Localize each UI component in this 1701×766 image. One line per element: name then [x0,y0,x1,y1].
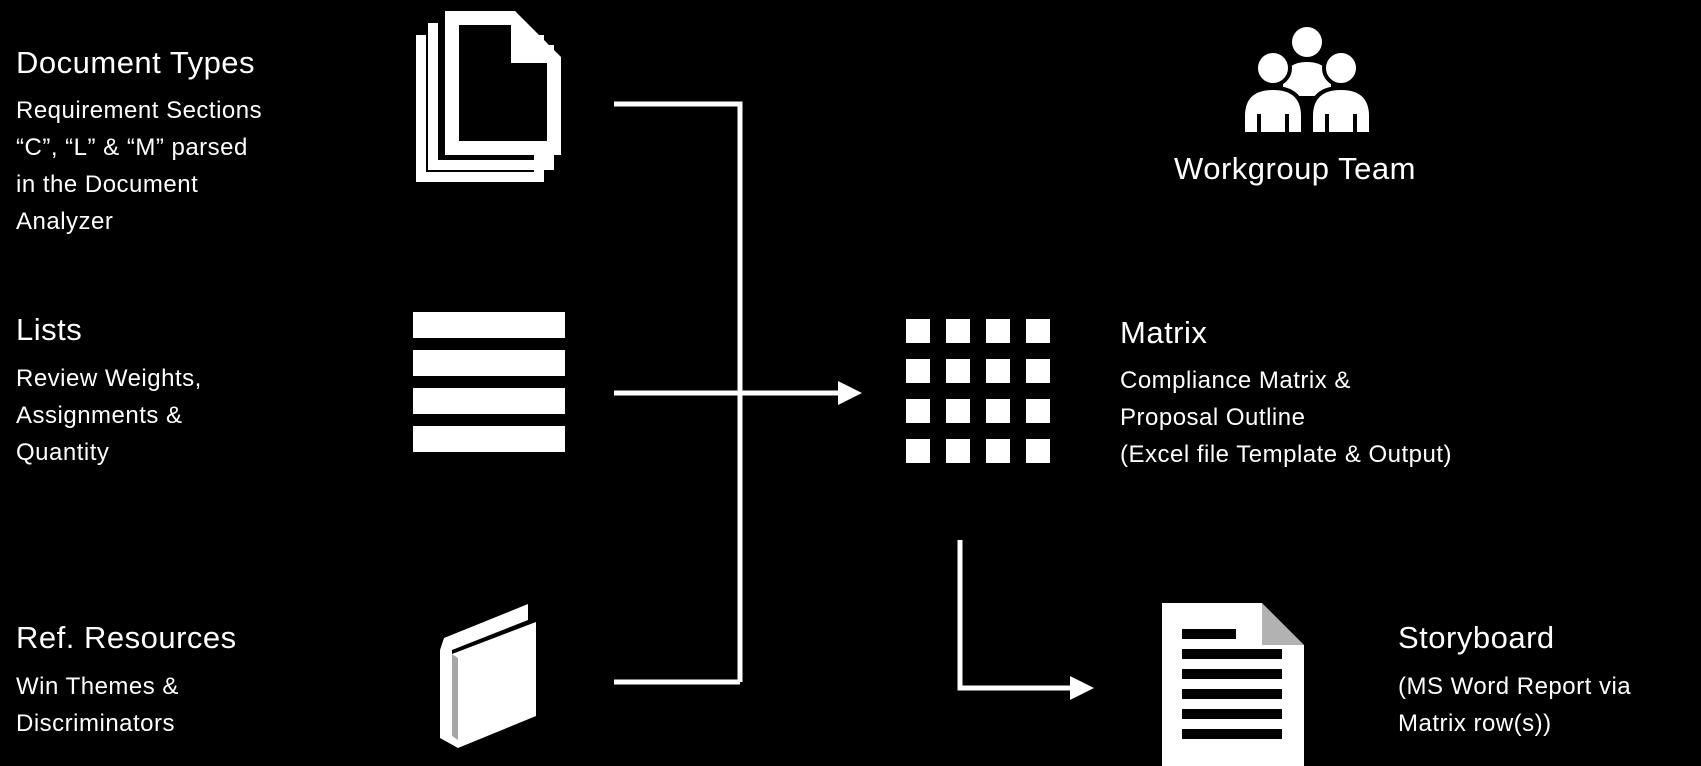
ref-resources-line: Discriminators [16,710,176,737]
workgroup-team-label: Workgroup Team [1174,151,1416,186]
storyboard-title: Storyboard [1398,620,1555,655]
arrowhead-storyboard [1070,676,1094,700]
grid-icon [906,319,1050,463]
lists-line: Review Weights, [16,365,202,392]
report-icon [1162,603,1304,766]
document-types-line: “C”, “L” & “M” parsed [16,134,248,161]
book-icon [440,604,536,748]
storyboard-line: (MS Word Report via [1398,673,1632,700]
team-icon [1241,27,1373,134]
arrowhead-matrix [838,381,862,405]
ref-resources-title: Ref. Resources [16,620,237,655]
matrix-line: Proposal Outline [1120,404,1306,431]
connector-matrix-to-storyboard [957,540,1070,691]
matrix-title: Matrix [1120,315,1208,350]
lists-line: Quantity [16,439,110,466]
storyboard-description: (MS Word Report via Matrix row(s)) [1398,668,1631,742]
lists-title: Lists [16,312,83,347]
connector-document-types [614,101,743,682]
list-icon [413,312,565,452]
lists-line: Assignments & [16,402,183,429]
matrix-line: (Excel file Template & Output) [1120,441,1453,468]
document-types-line: Requirement Sections [16,97,263,124]
document-types-line: Analyzer [16,208,114,235]
document-types-line: in the Document [16,171,199,198]
ref-resources-line: Win Themes & [16,673,179,700]
document-types-title: Document Types [16,45,256,80]
matrix-description: Compliance Matrix & Proposal Outline (Ex… [1120,362,1452,473]
matrix-line: Compliance Matrix & [1120,367,1351,394]
ref-resources-description: Win Themes & Discriminators [16,668,179,742]
documents-icon [416,11,561,182]
document-types-description: Requirement Sections “C”, “L” & “M” pars… [16,92,262,240]
lists-description: Review Weights, Assignments & Quantity [16,360,202,471]
storyboard-line: Matrix row(s)) [1398,710,1552,737]
